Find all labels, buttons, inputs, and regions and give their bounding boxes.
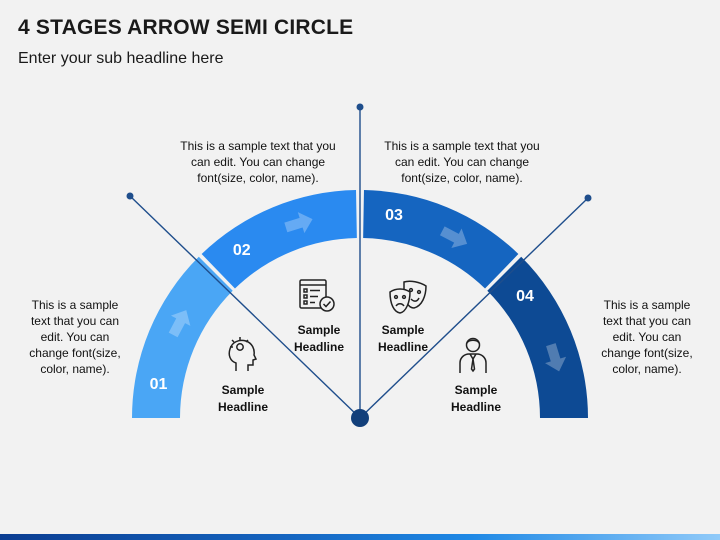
divider-end-dot <box>584 194 592 202</box>
stage-2-number: 02 <box>232 241 251 259</box>
stage-2-description: This is a sample text that you can edit.… <box>180 139 336 185</box>
stage-1-segment <box>132 256 233 418</box>
stage-4-number: 04 <box>516 288 534 306</box>
page-subtitle: Enter your sub headline here <box>18 50 224 67</box>
businessman-icon <box>459 337 487 373</box>
stage-4-arrow <box>545 343 567 372</box>
stage-3-description: This is a sample text that you can edit.… <box>384 139 540 185</box>
stage-4-description: This is a sample text that you can edit.… <box>601 298 693 376</box>
center-hub <box>351 409 369 427</box>
stage-2-headline: Sample Headline <box>293 323 344 354</box>
theater-masks-icon <box>389 280 427 314</box>
divider-line <box>359 197 589 419</box>
stage-2-arrow <box>284 212 313 234</box>
page-title: 4 STAGES ARROW SEMI CIRCLE <box>18 16 354 39</box>
stage-3-segment <box>363 190 519 289</box>
stage-2-segment <box>201 190 357 289</box>
bottom-accent-bar <box>0 534 720 540</box>
stage-1-arrow <box>168 310 191 338</box>
stage-3-number: 03 <box>385 206 403 224</box>
checklist-icon <box>299 279 335 312</box>
stage-1-headline: Sample Headline <box>217 383 268 414</box>
idea-head-icon <box>228 337 258 371</box>
stage-1-description: This is a sample text that you can edit.… <box>29 298 121 376</box>
divider-end-dot <box>126 192 134 200</box>
stage-1-number: 01 <box>149 376 168 394</box>
stage-3-arrow <box>439 226 468 248</box>
stage-4-segment <box>487 256 588 418</box>
divider-line <box>129 195 361 419</box>
stage-3-headline: Sample Headline <box>377 323 428 354</box>
stage-4-headline: Sample Headline <box>450 383 501 414</box>
divider-end-dot <box>356 103 364 111</box>
